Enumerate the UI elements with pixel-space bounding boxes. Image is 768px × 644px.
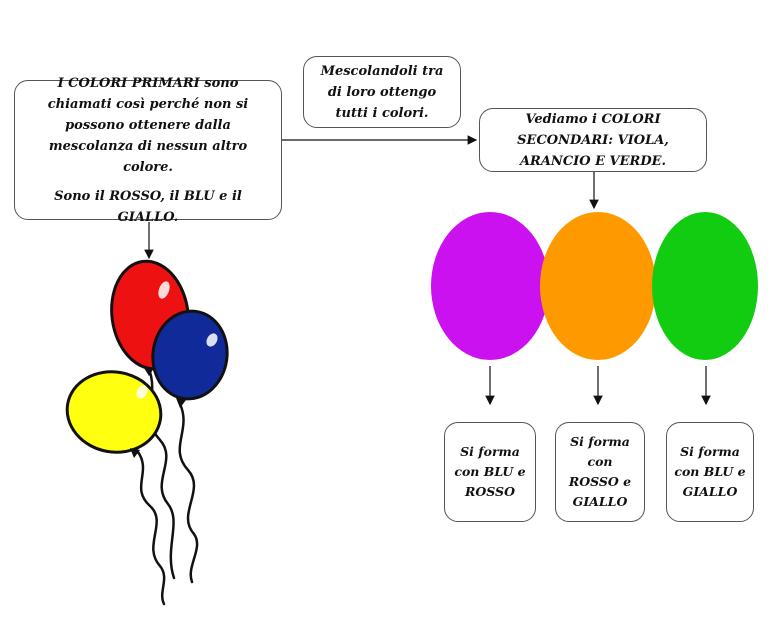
- explanation-box-orange: Si forma con ROSSO e GIALLO: [555, 422, 645, 522]
- balloon-knot-red: [144, 368, 154, 376]
- balloon-knot-blue: [176, 398, 186, 408]
- balloon-highlight-blue: [206, 333, 218, 347]
- mixing-text: Mescolandoli tra di loro ottengo tutti i…: [320, 63, 444, 121]
- color-circle-green: [652, 212, 758, 360]
- balloon-string-blue: [178, 402, 199, 584]
- balloon-blue: [151, 309, 229, 401]
- primary-colors-list: Sono il ROSSO, il BLU e il GIALLO.: [54, 188, 242, 225]
- color-circle-orange: [540, 212, 656, 360]
- secondary-colors-text: Vediamo i COLORI SECONDARI: VIOLA, ARANC…: [517, 111, 669, 169]
- balloon-highlight-red: [158, 281, 170, 299]
- primary-colors-box: I COLORI PRIMARI sono chiamati così perc…: [14, 76, 282, 225]
- color-circle-purple: [431, 212, 549, 360]
- balloon-highlight-yellow: [136, 385, 148, 399]
- explanation-text-purple: Si forma con BLU e ROSSO: [454, 444, 526, 499]
- primary-colors-text: I COLORI PRIMARI sono chiamati così perc…: [47, 75, 249, 175]
- secondary-colors-box: Vediamo i COLORI SECONDARI: VIOLA, ARANC…: [479, 108, 707, 172]
- explanation-text-green: Si forma con BLU e GIALLO: [674, 444, 746, 499]
- explanation-text-orange: Si forma con ROSSO e GIALLO: [568, 434, 632, 509]
- balloon-knot-yellow: [130, 448, 140, 458]
- explanation-box-green: Si forma con BLU e GIALLO: [666, 422, 754, 522]
- explanation-box-purple: Si forma con BLU e ROSSO: [444, 422, 536, 522]
- mixing-box: Mescolandoli tra di loro ottengo tutti i…: [303, 56, 461, 128]
- balloon-string-yellow: [136, 450, 166, 606]
